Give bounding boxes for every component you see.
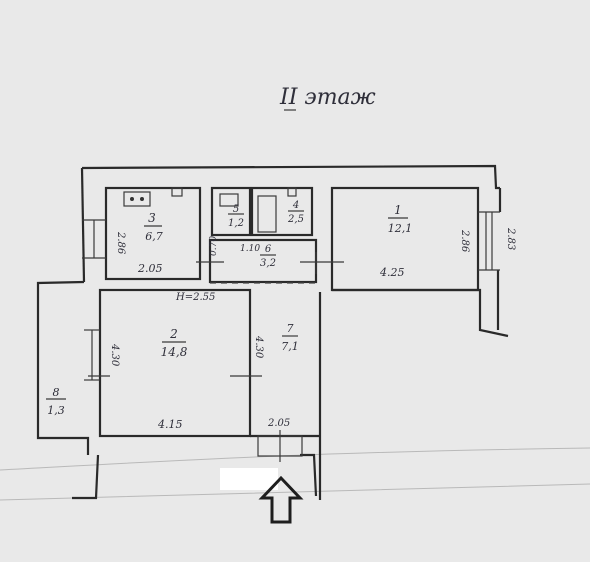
room-label-8: 8 1,3 [46, 386, 66, 417]
svg-text:1,3: 1,3 [47, 404, 65, 417]
svg-text:6: 6 [265, 244, 272, 255]
sink-icon [171, 187, 183, 197]
dim-hall-height: 0.70 [209, 236, 219, 256]
toilet-icon [219, 193, 239, 207]
room-5-wc [210, 186, 252, 237]
room-label-1: 1 12,1 [388, 203, 413, 235]
bathtub-icon [257, 195, 277, 233]
room-1 [330, 186, 480, 292]
svg-text:3,2: 3,2 [260, 258, 276, 269]
entrance-arrow-icon [258, 475, 304, 524]
dim-corridor-width: 2.05 [267, 418, 290, 429]
svg-text:12,1: 12,1 [388, 222, 413, 235]
room-label-7: 7 7,1 [281, 322, 299, 353]
entrance-door [257, 430, 303, 462]
dim-kitchen-height: 2.86 [115, 231, 126, 255]
dim-room1-height: 2.86 [459, 229, 470, 253]
stove-icon [123, 191, 151, 207]
washbasin-icon [287, 187, 297, 197]
svg-text:2: 2 [169, 327, 178, 341]
room-label-4: 4 2,5 [287, 200, 304, 225]
svg-text:8: 8 [53, 386, 60, 399]
svg-text:2,5: 2,5 [287, 214, 304, 225]
room-label-5: 5 1,2 [228, 204, 244, 229]
outer-walls [36, 164, 509, 500]
window-room-2 [84, 329, 100, 381]
room-label-3: 3 6,7 [144, 211, 163, 243]
dim-room1-outer: 2.83 [505, 227, 516, 250]
paper-fold [0, 447, 590, 471]
window-kitchen [82, 219, 106, 259]
svg-text:1,2: 1,2 [228, 218, 244, 229]
dim-corridor-height: 4.30 [253, 335, 264, 359]
burner-icon [140, 197, 144, 201]
dim-room2-width: 4.15 [157, 418, 183, 431]
svg-text:1: 1 [394, 203, 402, 217]
room-4-bath [250, 186, 314, 237]
burner-icon [130, 197, 134, 201]
dim-room2-height: 4.30 [109, 343, 120, 367]
svg-text:7,1: 7,1 [281, 340, 299, 353]
svg-text:7: 7 [287, 322, 294, 335]
svg-text:6,7: 6,7 [145, 230, 163, 243]
dim-hall-width: 1.10 [240, 244, 260, 254]
svg-text:14,8: 14,8 [161, 345, 188, 359]
redaction-patch [220, 468, 278, 490]
room-3-kitchen [104, 186, 202, 281]
dim-room1-width: 4.25 [379, 266, 405, 279]
room-label-2: 2 14,8 [161, 327, 188, 359]
ceiling-height: H=2.55 [175, 292, 215, 303]
floor-title: II этаж [279, 85, 376, 110]
room-label-6: 6 3,2 [260, 244, 276, 269]
svg-text:3: 3 [148, 211, 156, 225]
svg-text:4: 4 [292, 200, 299, 211]
dim-kitchen-width: 2.05 [137, 262, 163, 275]
room-2 [98, 288, 252, 438]
window-room-1 [478, 211, 500, 271]
svg-text:5: 5 [233, 204, 239, 215]
